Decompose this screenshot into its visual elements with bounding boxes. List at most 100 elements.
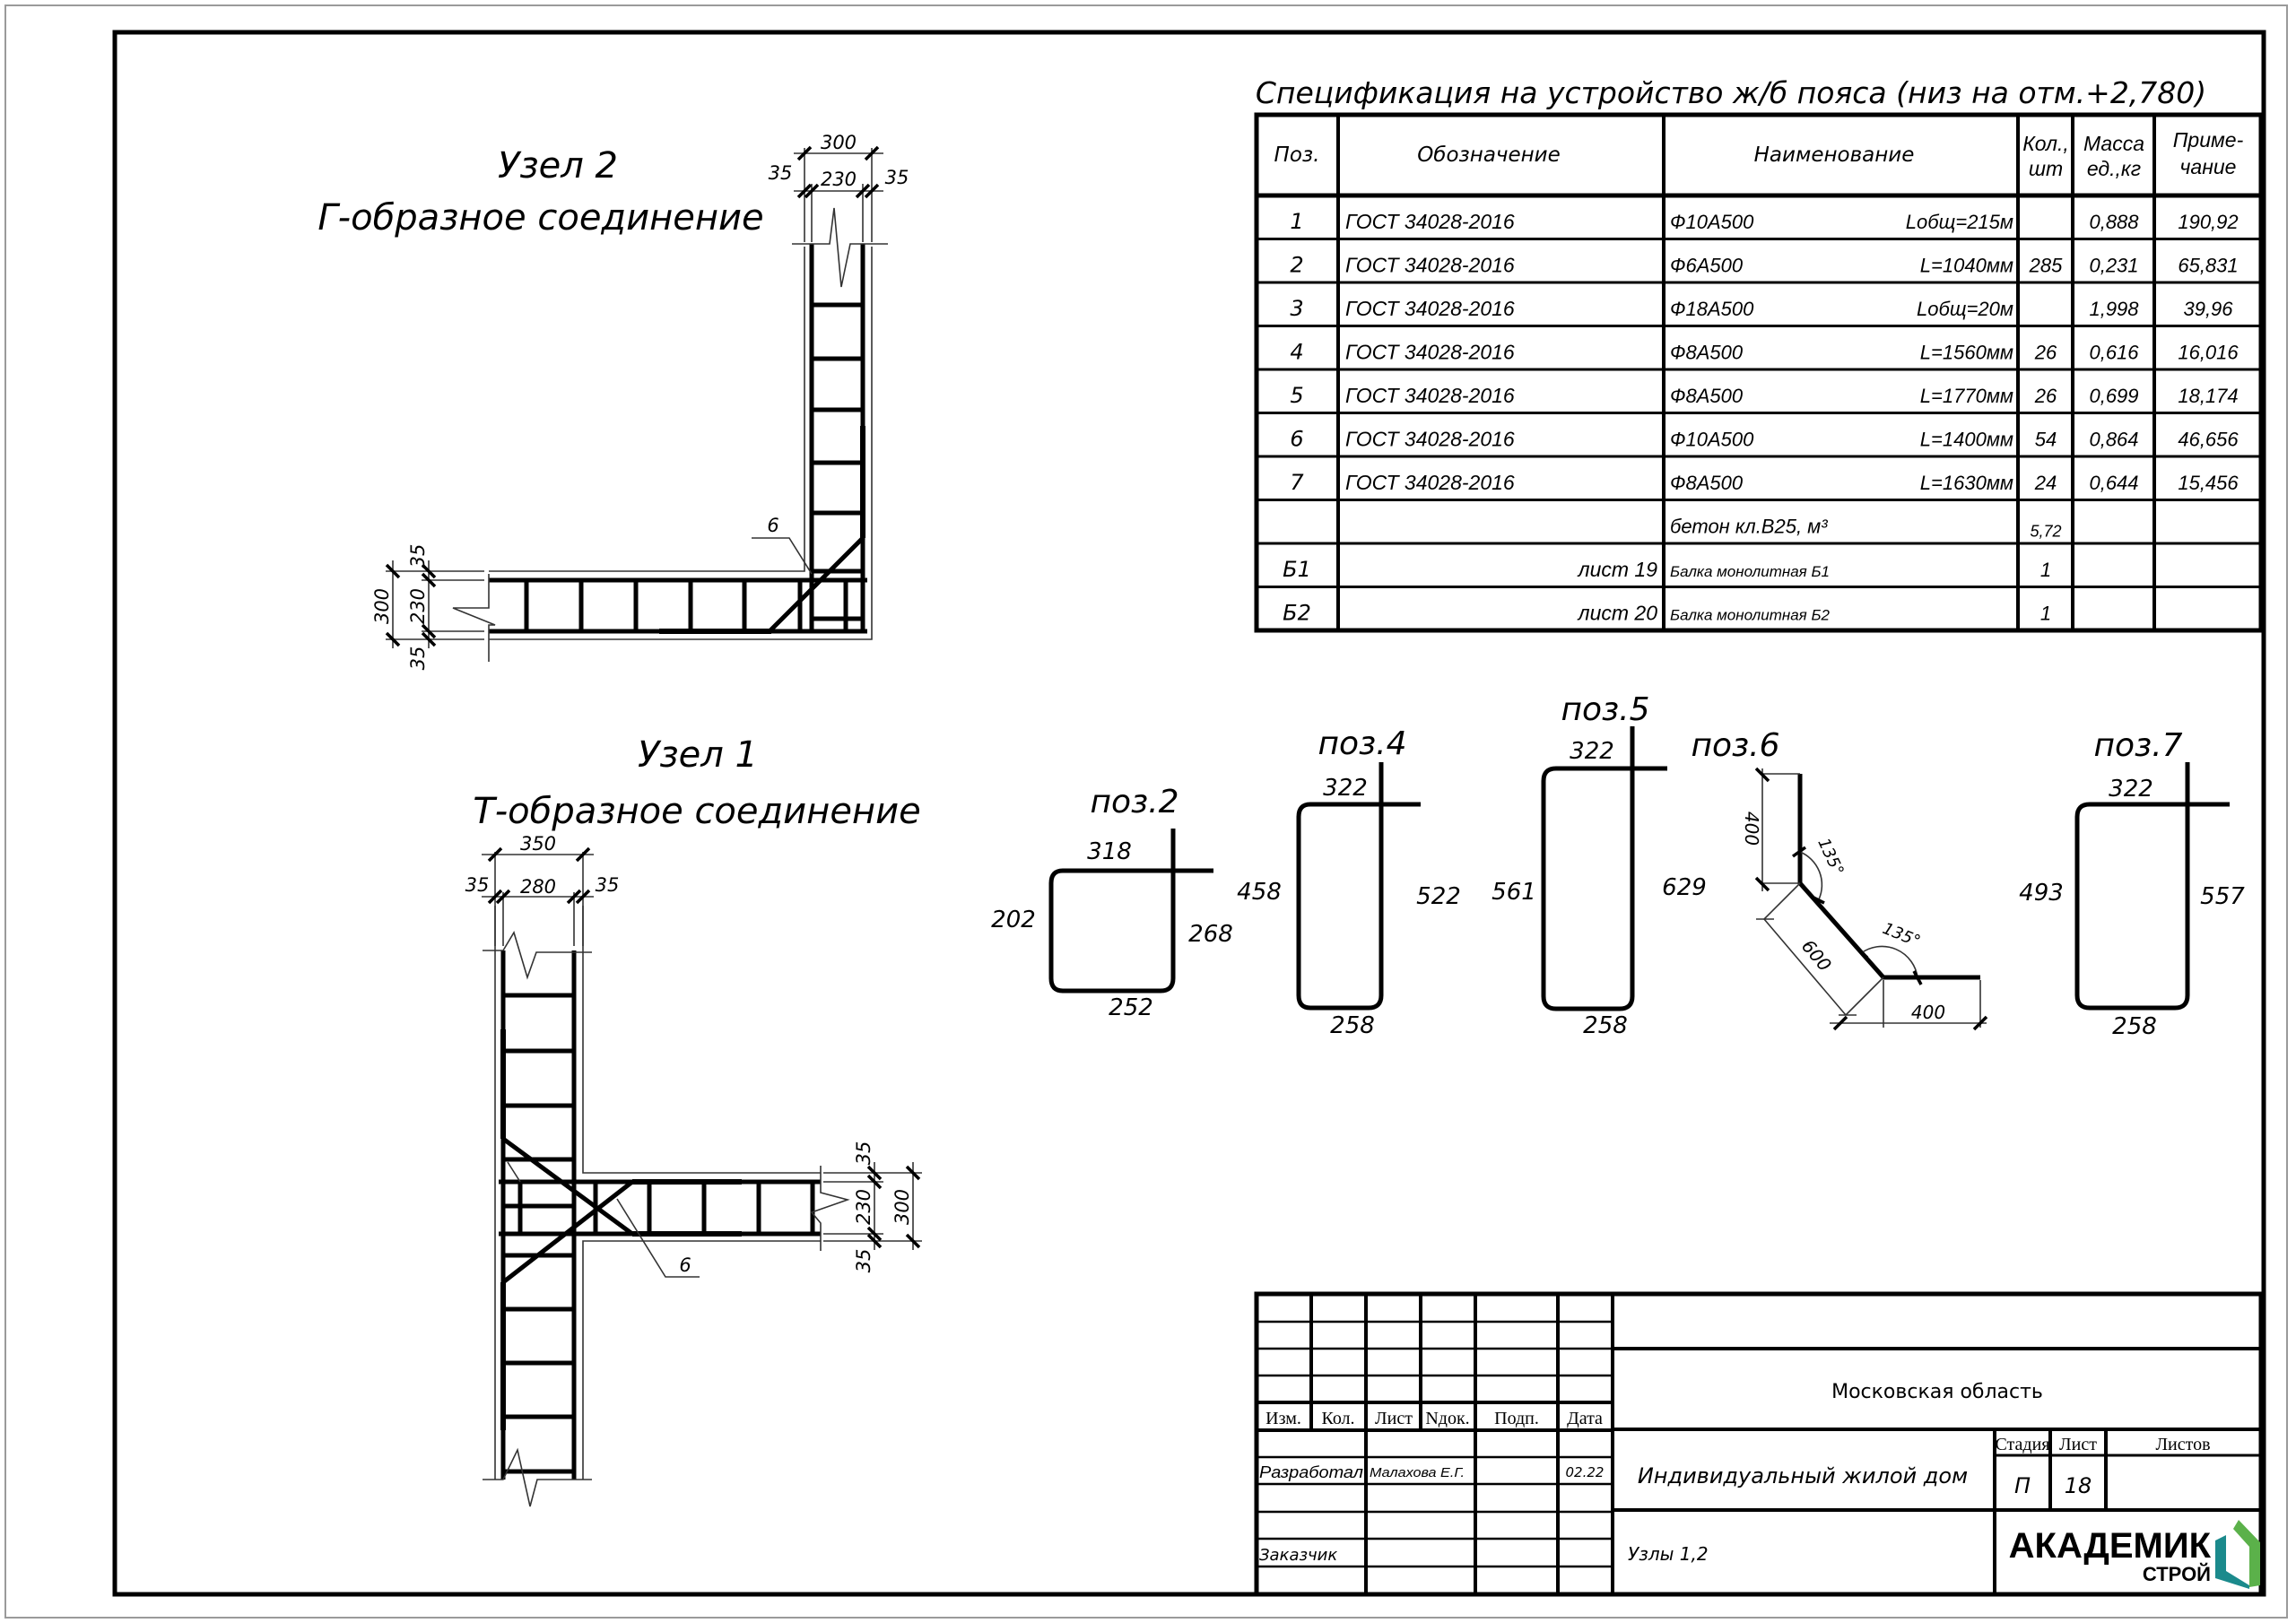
- spec-cell-pos: 7: [1290, 470, 1304, 495]
- spec-cell-mass: 0,231: [2089, 254, 2138, 276]
- spec-cell-pos: 2: [1290, 252, 1303, 277]
- specification-table: Спецификация на устройство ж/б пояса (ни…: [1254, 75, 2264, 633]
- spec-cell-length: L=1040мм: [1920, 254, 2013, 276]
- spec-header-name: Наименование: [1754, 143, 1915, 167]
- developed-label: Разработал: [1259, 1463, 1363, 1481]
- company-logo: АКАДЕМИК СТРОЙ: [2009, 1520, 2260, 1589]
- dim-label: 280: [520, 876, 556, 898]
- dim-label: 318: [1087, 838, 1132, 865]
- dim-label: 350: [520, 833, 556, 855]
- node1-top-dimensions: 350 280 35 35: [465, 833, 620, 946]
- spec-cell-designation: лист 20: [1577, 601, 1658, 624]
- bar-shape-pos6: поз.6 400 600 400 135° 135°: [1691, 727, 1988, 1031]
- titleblock-header: Лист: [1375, 1409, 1413, 1428]
- spec-cell-name: Ф8А500: [1670, 341, 1744, 363]
- node2-callout: 6: [767, 515, 778, 536]
- dim-label: 35: [853, 1141, 874, 1166]
- bar-shape-pos2: поз.2 318 202 268 252: [991, 784, 1233, 1021]
- dim-label: 252: [1109, 994, 1153, 1021]
- drawing-frame: [112, 30, 2266, 1597]
- logo-house-icon: [2233, 1520, 2260, 1587]
- spec-cell-name: Ф6А500: [1670, 254, 1744, 276]
- dim-label: 300: [371, 588, 393, 624]
- spec-header-pos: Поз.: [1274, 143, 1320, 167]
- node1-callout: 6: [679, 1254, 691, 1276]
- dim-label: 400: [1911, 1002, 1945, 1023]
- spec-cell-qty: 26: [2034, 341, 2057, 363]
- spec-header-qty: Кол.,: [2022, 132, 2069, 155]
- spec-cell-length: Lобщ=215м: [1906, 211, 2013, 233]
- spec-cell-qty: 5,72: [2030, 522, 2061, 540]
- dim-label: 322: [1570, 738, 1614, 765]
- node2-top-dimensions: 300 230 35 35: [769, 132, 909, 242]
- titleblock-header: Кол.: [1321, 1409, 1354, 1428]
- spec-cell-designation: ГОСТ 34028-2016: [1345, 340, 1515, 363]
- spec-cell-designation: ГОСТ 34028-2016: [1345, 253, 1515, 276]
- bar-shape-pos7: поз.7 322 493 557 258: [2019, 727, 2245, 1040]
- dim-label: 258: [1583, 1012, 1628, 1039]
- dim-label: 258: [1330, 1012, 1375, 1039]
- dim-label: 202: [991, 907, 1036, 933]
- spec-cell-pos: 5: [1290, 383, 1303, 408]
- sheet-title: Узлы 1,2: [1628, 1543, 1709, 1565]
- dim-label: 35: [407, 647, 429, 671]
- node2-title: Узел 2: [498, 145, 618, 187]
- dim-label: 35: [853, 1249, 874, 1273]
- logo-text-secondary: СТРОЙ: [2143, 1563, 2211, 1585]
- bar-shape-pos5: поз.5 322 561 629 258: [1492, 691, 1707, 1039]
- spec-cell-mass: 0,888: [2089, 211, 2139, 233]
- dim-label: 258: [2112, 1013, 2157, 1040]
- spec-cell-mass: 0,616: [2089, 341, 2139, 363]
- spec-header-note-2: чание: [2180, 155, 2237, 178]
- shape-label: поз.5: [1561, 691, 1649, 728]
- dim-label: 230: [853, 1189, 874, 1225]
- spec-header-note: Приме-: [2173, 128, 2244, 152]
- titleblock-header: Подп.: [1494, 1409, 1539, 1428]
- spec-cell-note: 16,016: [2178, 341, 2239, 363]
- spec-cell-mass: 0,864: [2089, 428, 2138, 450]
- titleblock-header: Изм.: [1265, 1409, 1301, 1428]
- node2-subtitle: Г-образное соединение: [317, 197, 763, 239]
- dim-label: 230: [407, 588, 429, 624]
- spec-cell-length: L=1400мм: [1920, 428, 2013, 450]
- spec-title: Спецификация на устройство ж/б пояса (ни…: [1256, 75, 2206, 110]
- spec-cell-note: 39,96: [2183, 298, 2233, 320]
- dim-label: 493: [2019, 880, 2064, 907]
- spec-row: бетон кл.В25, м³ 5,72: [1670, 515, 2062, 540]
- spec-cell-designation: ГОСТ 34028-2016: [1345, 384, 1515, 407]
- spec-header-mass: Масса: [2083, 132, 2144, 155]
- spec-cell-mass: 0,644: [2089, 472, 2138, 494]
- spec-cell-mass: 1,998: [2089, 298, 2139, 320]
- dim-label: 35: [596, 874, 620, 896]
- spec-cell-note: 65,831: [2178, 254, 2238, 276]
- spec-cell-designation: лист 19: [1577, 558, 1658, 581]
- dim-label: 400: [1741, 812, 1762, 846]
- spec-cell-name: Ф18А500: [1670, 298, 1754, 320]
- spec-cell-note: 18,174: [2178, 385, 2238, 407]
- dim-label: 322: [1323, 775, 1368, 802]
- dim-label: 268: [1188, 921, 1233, 948]
- spec-cell-name: бетон кл.В25, м³: [1670, 515, 1828, 537]
- spec-cell-qty: 24: [2034, 472, 2057, 494]
- node1-subtitle: Т-образное соединение: [473, 791, 920, 832]
- spec-cell-length: Lобщ=20м: [1917, 298, 2013, 320]
- sheets-label: Листов: [2155, 1435, 2210, 1454]
- region: Московская область: [1831, 1381, 2043, 1403]
- dim-label: 230: [821, 169, 857, 190]
- dim-label: 35: [465, 874, 490, 896]
- shape-label: поз.2: [1090, 784, 1178, 820]
- dim-label: 300: [821, 132, 857, 153]
- spec-cell-length: L=1630мм: [1920, 472, 2013, 494]
- node-1-drawing: Узел 1 Т-образное соединение: [465, 734, 922, 1507]
- spec-cell-qty: 1: [2040, 602, 2051, 624]
- dim-label: 522: [1416, 883, 1461, 910]
